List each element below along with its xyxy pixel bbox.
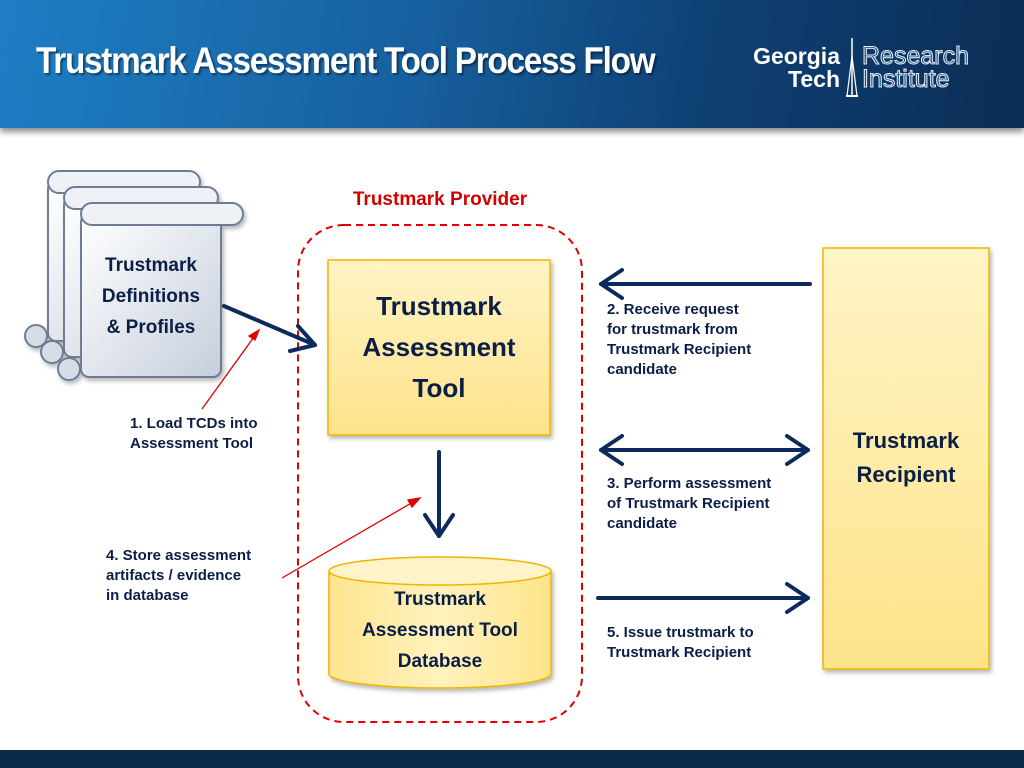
trustmark-definitions-scroll-stack: [24, 170, 244, 381]
footer-bar: [0, 750, 1024, 768]
scroll-front: [57, 202, 244, 381]
step-1-label: 1. Load TCDs into Assessment Tool: [130, 415, 258, 452]
arrow-load-definitions: [222, 304, 317, 347]
recipient-label: Trustmark Recipient: [852, 428, 960, 487]
definitions-scroll-label: Trustmark Definitions & Profiles: [101, 254, 201, 338]
logo-institute-text: Institute: [862, 65, 951, 93]
title-bar: Trustmark Assessment Tool Process Flow G…: [0, 0, 1024, 128]
annotation-arrows: [201, 328, 422, 579]
slide-title: Trustmark Assessment Tool Process Flow: [36, 40, 656, 81]
gtri-logo: Georgia Tech Research Institute: [714, 36, 1014, 106]
flow-arrows: [222, 268, 812, 614]
logo-research-text: Research: [862, 42, 970, 70]
annotation-arrow-step1: [201, 329, 260, 410]
step-5-label: 5. Issue trustmark to Trustmark Recipien…: [607, 624, 754, 661]
trustmark-provider-label: Trustmark Provider: [352, 189, 528, 210]
logo-tech-text: Tech: [788, 66, 840, 92]
assessment-tool-label: Trustmark Assessment Tool: [362, 291, 516, 403]
step-4-label: 4. Store assessment artifacts / evidence…: [106, 547, 252, 604]
assessment-database-cylinder: [328, 556, 552, 689]
logo-georgia-text: Georgia: [753, 43, 840, 69]
step-3-label: 3. Perform assessment of Trustmark Recip…: [607, 475, 772, 532]
tech-tower-icon: [846, 38, 858, 97]
database-label: Trustmark Assessment Tool Database: [362, 588, 518, 672]
annotation-arrow-step4: [281, 497, 421, 579]
trustmark-provider-boundary: [297, 224, 583, 723]
trustmark-recipient-box: [822, 247, 990, 670]
step-2-label: 2. Receive request for trustmark from Tr…: [607, 301, 752, 378]
assessment-tool-box: [327, 259, 551, 436]
